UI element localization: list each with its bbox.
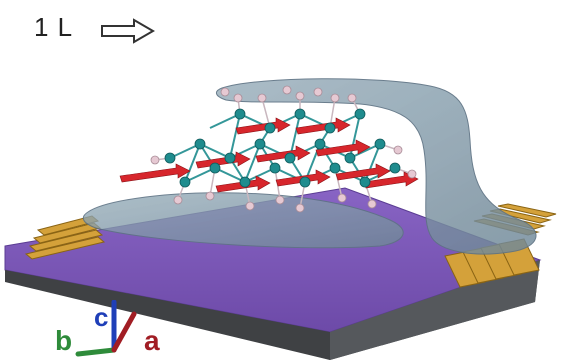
right-hollow-arrow-icon: [101, 18, 155, 44]
layer-label: 1 L: [34, 12, 74, 42]
device-illustration: [4, 78, 557, 360]
bottom-flake: [82, 192, 404, 249]
axis-c-label: c: [94, 302, 109, 332]
crystal-lattice: [119, 85, 419, 213]
axis-a-label: a: [144, 325, 160, 356]
left-electrodes: [24, 215, 106, 260]
axis-b-label: b: [55, 325, 73, 356]
top-flake: [216, 78, 537, 255]
axes-indicator: [75, 300, 137, 357]
